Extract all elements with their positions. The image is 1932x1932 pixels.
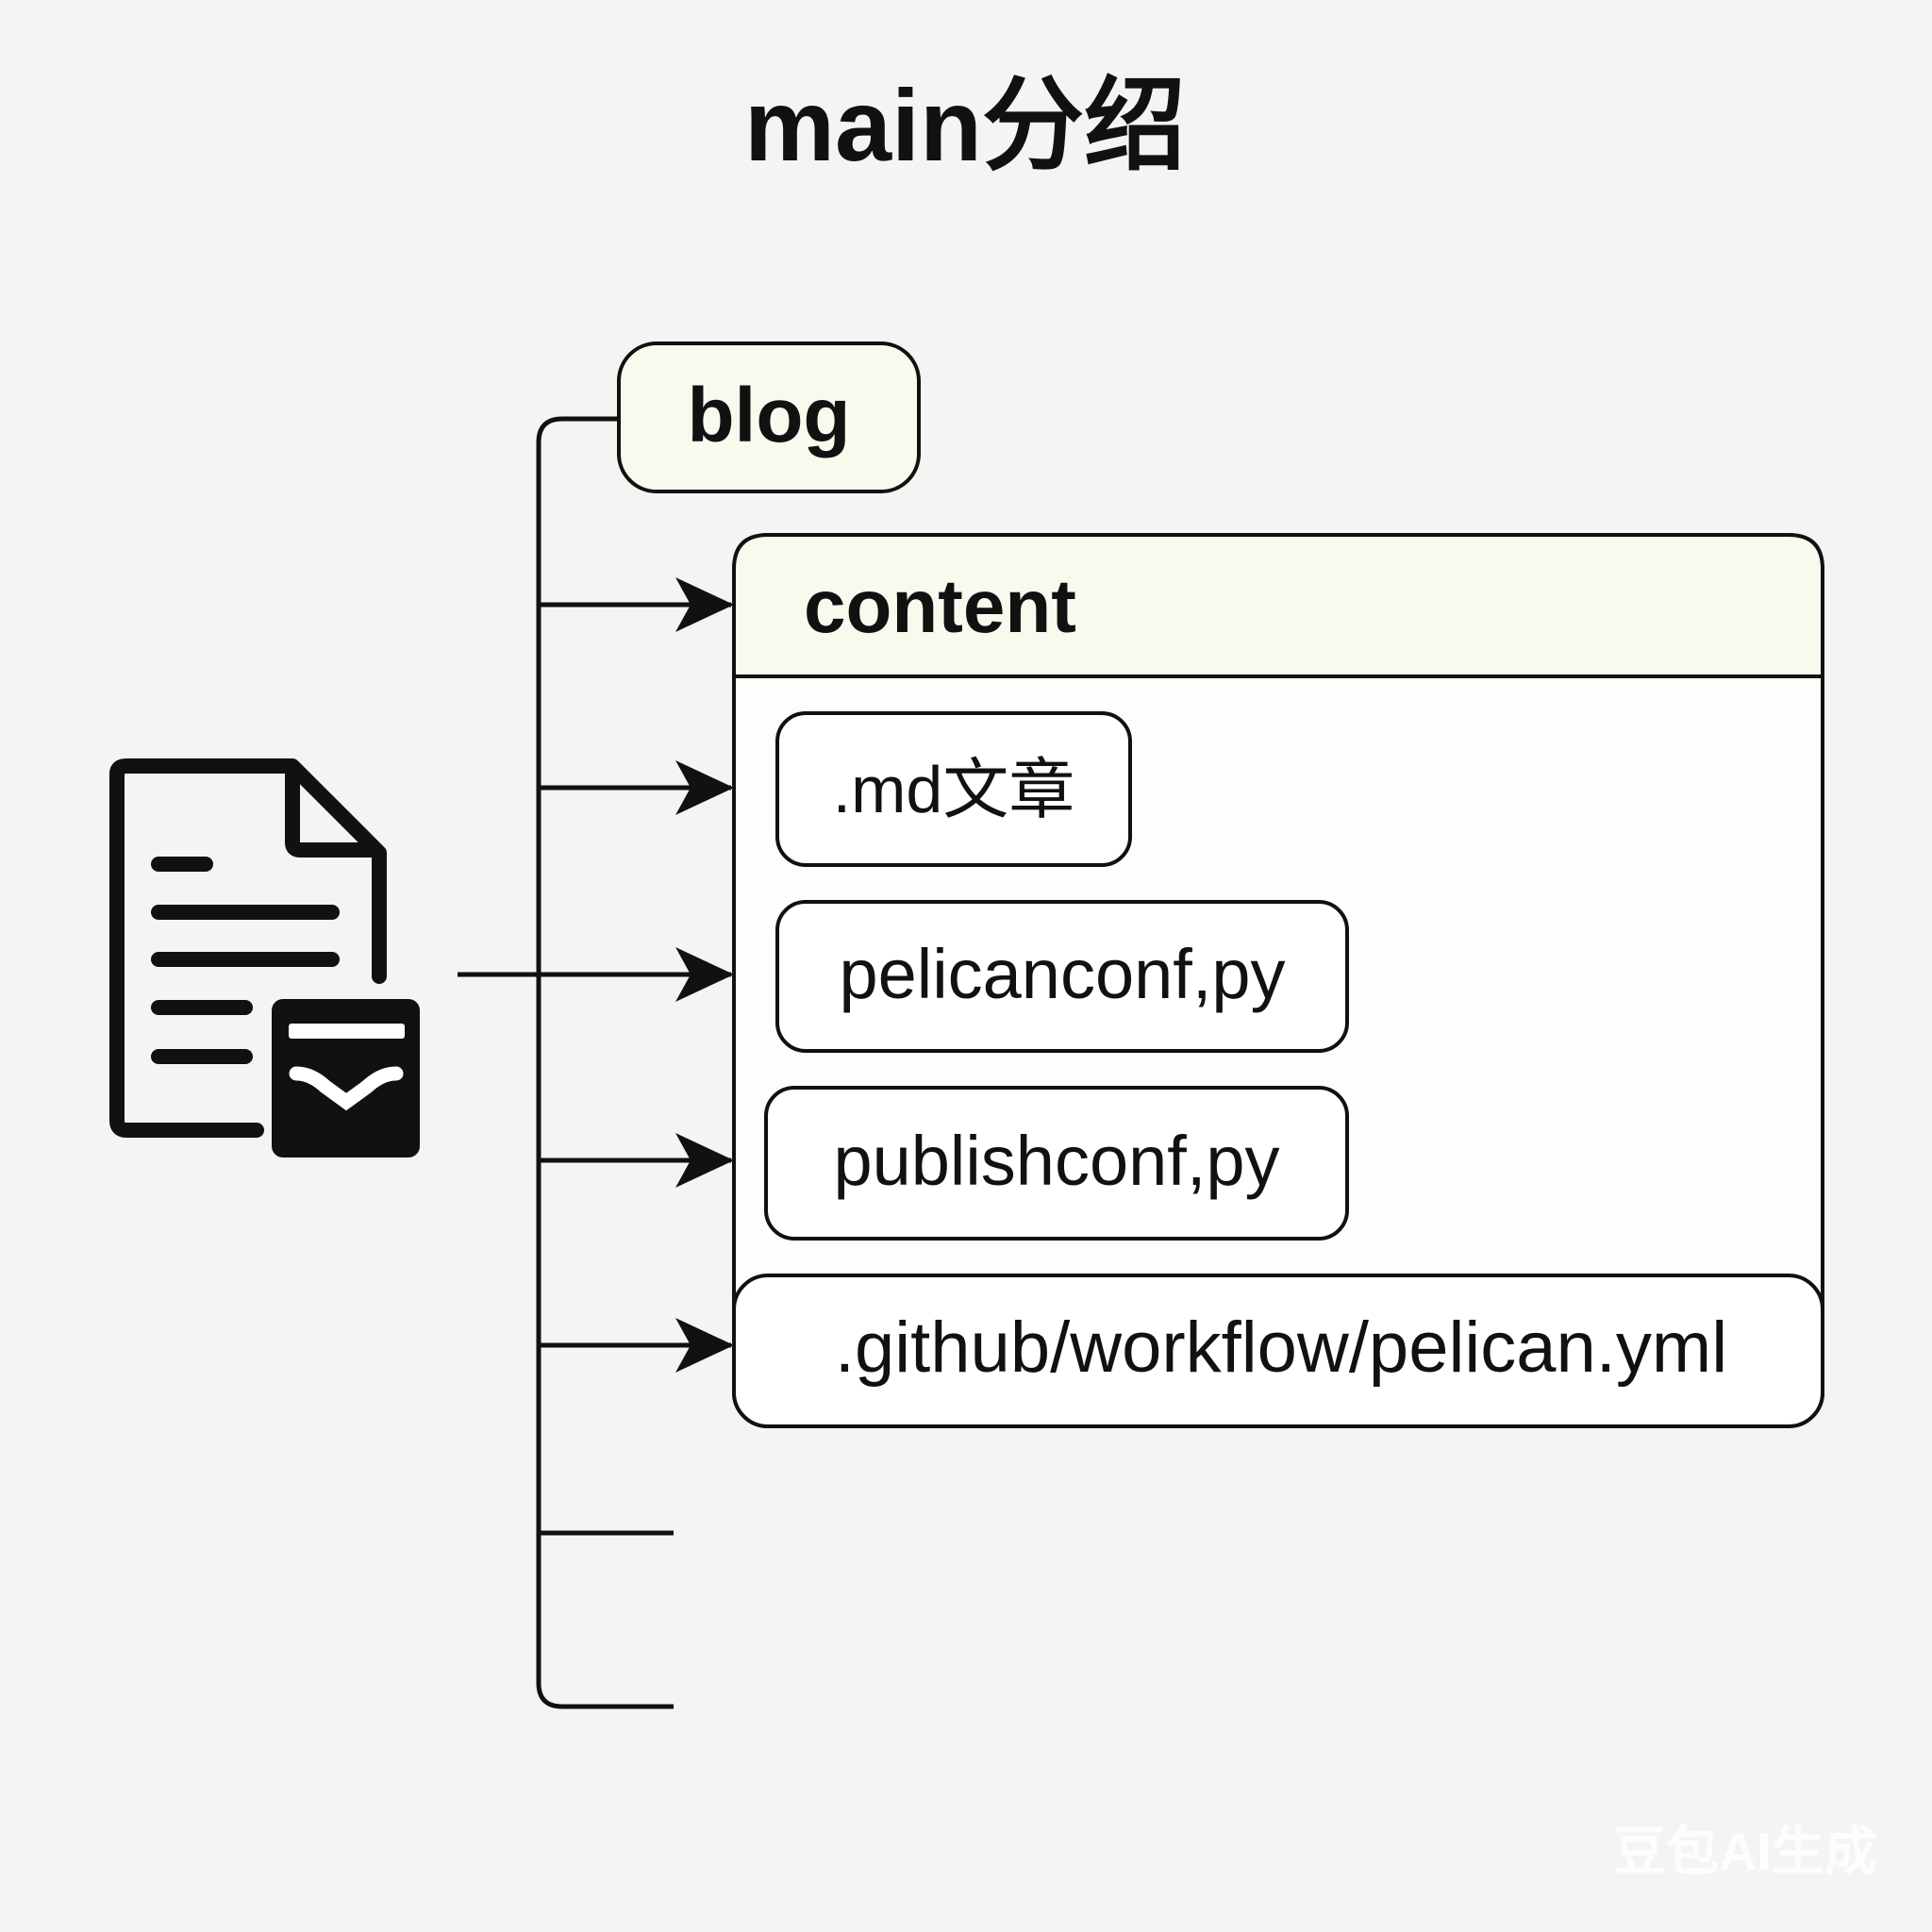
file-publishconf-label: publishconf,py <box>833 1122 1279 1200</box>
file-md-label: .md文章 <box>833 753 1075 826</box>
inbox-icon <box>272 999 420 1158</box>
file-md[interactable]: .md文章 <box>775 711 1132 867</box>
file-github-workflow[interactable]: .github/workflow/pelican.yml <box>732 1274 1824 1428</box>
trunk-line <box>536 416 674 1709</box>
watermark: 豆包AI生成 <box>1613 1822 1877 1881</box>
content-label: content <box>804 564 1076 648</box>
diagram-title: main分绍 <box>744 68 1186 182</box>
blog-node[interactable]: blog <box>617 341 921 493</box>
file-pelicanconf-label: pelicanconf,py <box>839 935 1285 1013</box>
arrowheads <box>675 577 734 1373</box>
document-icon <box>109 758 420 1158</box>
file-pelicanconf[interactable]: pelicanconf,py <box>775 900 1349 1053</box>
file-github-workflow-label: .github/workflow/pelican.yml <box>835 1307 1727 1388</box>
tree-connectors <box>458 416 733 1709</box>
file-publishconf[interactable]: publishconf,py <box>764 1086 1349 1241</box>
blog-label: blog <box>687 373 850 458</box>
